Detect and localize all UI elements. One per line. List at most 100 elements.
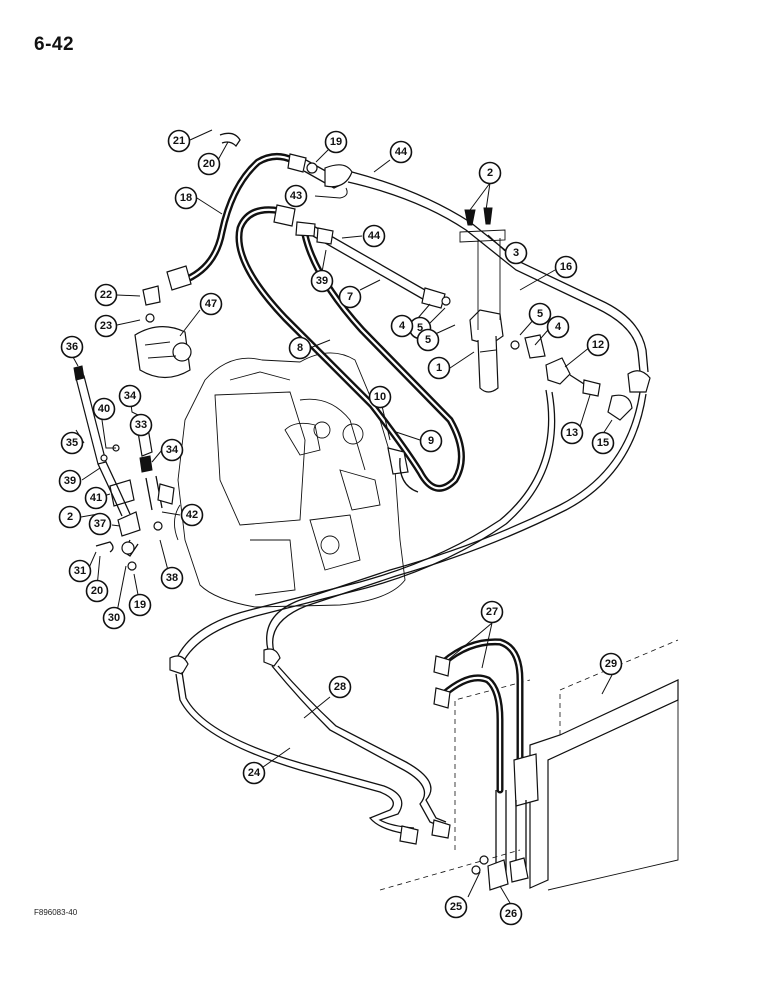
svg-text:23: 23 <box>100 320 112 332</box>
callout-28: 28 <box>328 675 352 699</box>
transmission-housing <box>174 352 406 608</box>
svg-text:5: 5 <box>537 308 543 320</box>
svg-text:7: 7 <box>347 291 353 303</box>
callout-39-lower: 39 <box>58 469 82 493</box>
hose-8 <box>235 204 465 493</box>
svg-text:18: 18 <box>180 192 192 204</box>
callout-34: 34 <box>118 384 142 408</box>
svg-text:10: 10 <box>374 391 386 403</box>
svg-text:44: 44 <box>368 230 381 242</box>
callout-33: 33 <box>129 413 153 437</box>
callout-31: 31 <box>68 559 92 583</box>
callout-29: 29 <box>599 652 623 676</box>
svg-text:20: 20 <box>91 585 103 597</box>
callout-44-lower: 44 <box>362 224 386 248</box>
callout-20-lower: 20 <box>85 579 109 603</box>
callout-23: 23 <box>94 314 118 338</box>
svg-text:1: 1 <box>436 362 442 374</box>
svg-text:36: 36 <box>66 341 78 353</box>
svg-text:12: 12 <box>592 339 604 351</box>
svg-text:9: 9 <box>428 435 434 447</box>
callout-5-right: 5 <box>528 302 552 326</box>
callout-9: 9 <box>419 429 443 453</box>
page-number: 6-42 <box>34 34 75 55</box>
svg-text:16: 16 <box>560 261 572 273</box>
tube-16 <box>347 171 651 421</box>
callout-47: 47 <box>199 292 223 316</box>
callout-24: 24 <box>242 761 266 785</box>
svg-text:30: 30 <box>108 612 120 624</box>
svg-text:3: 3 <box>513 247 519 259</box>
callout-4-right: 4 <box>546 315 570 339</box>
svg-text:20: 20 <box>203 158 215 170</box>
svg-text:22: 22 <box>100 289 112 301</box>
tube-7-and-filter <box>295 207 546 393</box>
svg-text:5: 5 <box>425 334 431 346</box>
svg-text:13: 13 <box>566 427 578 439</box>
callout-20: 20 <box>197 152 221 176</box>
svg-text:27: 27 <box>486 606 498 618</box>
callout-39: 39 <box>310 269 334 293</box>
callout-1: 1 <box>427 356 451 380</box>
callout-5-lower: 5 <box>416 328 440 352</box>
svg-text:39: 39 <box>316 275 328 287</box>
hose-18 <box>166 132 353 291</box>
svg-text:25: 25 <box>450 901 462 913</box>
callout-2-lower: 2 <box>58 505 82 529</box>
callout-36: 36 <box>60 335 84 359</box>
svg-text:35: 35 <box>66 437 78 449</box>
lines-24-28 <box>169 389 647 845</box>
callout-43: 43 <box>284 184 308 208</box>
callout-21: 21 <box>167 129 191 153</box>
svg-text:26: 26 <box>505 908 517 920</box>
callout-19: 19 <box>324 130 348 154</box>
figure-code: F896083-40 <box>34 908 78 917</box>
svg-text:4: 4 <box>399 320 406 332</box>
callout-3: 3 <box>504 241 528 265</box>
callout-30: 30 <box>102 606 126 630</box>
callout-22: 22 <box>94 283 118 307</box>
svg-text:47: 47 <box>205 298 217 310</box>
callout-2: 2 <box>478 161 502 185</box>
svg-text:38: 38 <box>166 572 178 584</box>
svg-text:43: 43 <box>290 190 302 202</box>
callout-44: 44 <box>389 140 413 164</box>
callout-34-lower: 34 <box>160 438 184 462</box>
oil-cooler <box>379 638 679 891</box>
callout-25: 25 <box>444 895 468 919</box>
svg-text:8: 8 <box>297 342 303 354</box>
callout-26: 26 <box>499 902 523 926</box>
svg-text:2: 2 <box>487 167 493 179</box>
svg-text:28: 28 <box>334 681 346 693</box>
callout-19-lower: 19 <box>128 593 152 617</box>
callout-4-left: 4 <box>390 314 414 338</box>
callout-7: 7 <box>338 285 362 309</box>
svg-text:34: 34 <box>124 390 137 402</box>
svg-text:15: 15 <box>597 437 609 449</box>
svg-text:37: 37 <box>94 518 106 530</box>
svg-text:5: 5 <box>417 322 423 334</box>
svg-text:19: 19 <box>134 599 146 611</box>
svg-text:31: 31 <box>74 565 86 577</box>
callout-15: 15 <box>591 431 615 455</box>
svg-text:2: 2 <box>67 511 73 523</box>
callout-40: 40 <box>92 397 116 421</box>
callout-16: 16 <box>554 255 578 279</box>
callout-8: 8 <box>288 336 312 360</box>
svg-text:24: 24 <box>248 767 261 779</box>
callout-18: 18 <box>174 186 198 210</box>
callout-42: 42 <box>180 503 204 527</box>
callout-12: 12 <box>586 333 610 357</box>
callout-38: 38 <box>160 566 184 590</box>
svg-text:33: 33 <box>135 419 147 431</box>
callout-13: 13 <box>560 421 584 445</box>
svg-text:19: 19 <box>330 136 342 148</box>
svg-text:40: 40 <box>98 403 110 415</box>
svg-text:39: 39 <box>64 475 76 487</box>
svg-text:21: 21 <box>173 135 185 147</box>
callout-41: 41 <box>84 486 108 510</box>
callout-35: 35 <box>60 431 84 455</box>
svg-text:4: 4 <box>555 321 562 333</box>
callout-10: 10 <box>368 385 392 409</box>
